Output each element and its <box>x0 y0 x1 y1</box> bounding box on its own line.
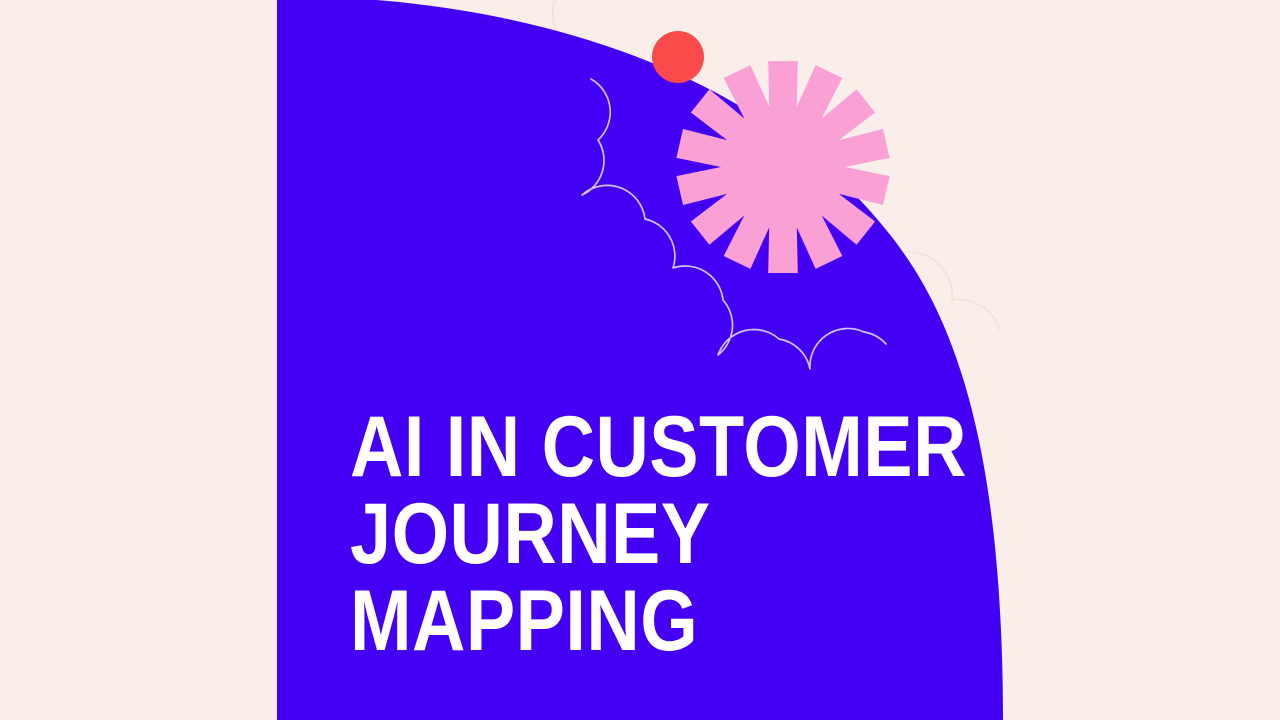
pink-starburst-icon <box>676 61 890 273</box>
scallop-line-icon <box>581 78 887 370</box>
red-circle-icon <box>652 31 704 83</box>
